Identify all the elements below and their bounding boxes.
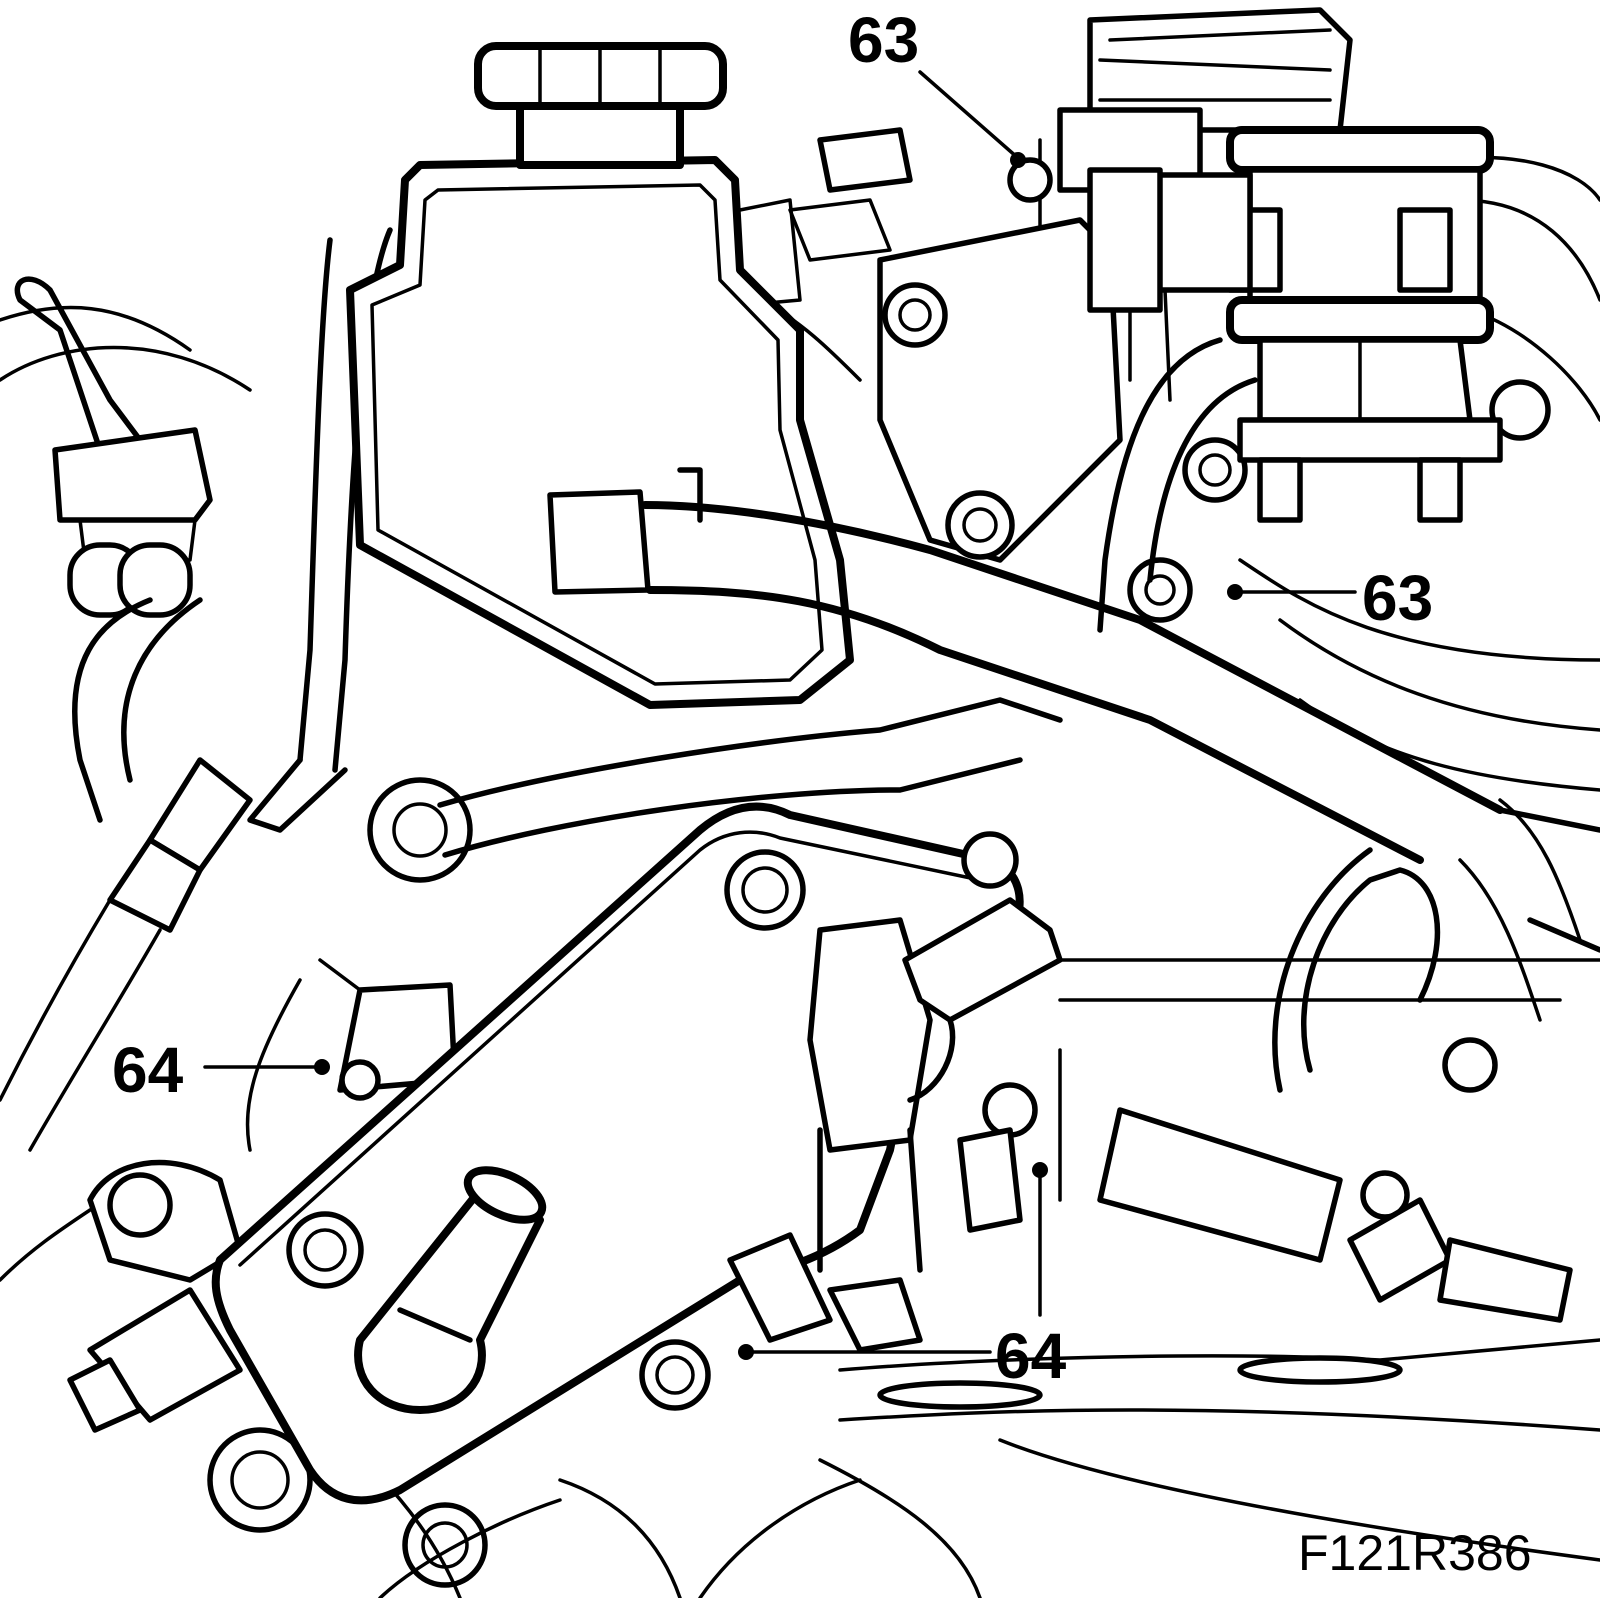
leader-dot-64-left (314, 1059, 330, 1075)
leader-63-top (918, 70, 1020, 160)
callout-63-right: 63 (1362, 562, 1433, 634)
background-engine-parts (0, 7, 1600, 1598)
leader-dot-64-bottom-right (1032, 1162, 1048, 1178)
throttle-body (1087, 126, 1503, 523)
callout-63-top: 63 (848, 4, 919, 76)
coolant-reservoir (346, 42, 854, 709)
coolant-hose (437, 501, 1600, 953)
callout-64-left: 64 (112, 1034, 184, 1106)
leader-dot-63-top (1010, 152, 1026, 168)
callout-64-bottom: 64 (995, 1320, 1067, 1392)
leader-dot-63-right (1227, 584, 1243, 600)
callout-leaders (203, 70, 1357, 1360)
oil-cooler (211, 802, 1063, 1505)
figure-id-label: F121R386 (1298, 1525, 1532, 1581)
leader-dot-64-bottom-left (738, 1344, 754, 1360)
